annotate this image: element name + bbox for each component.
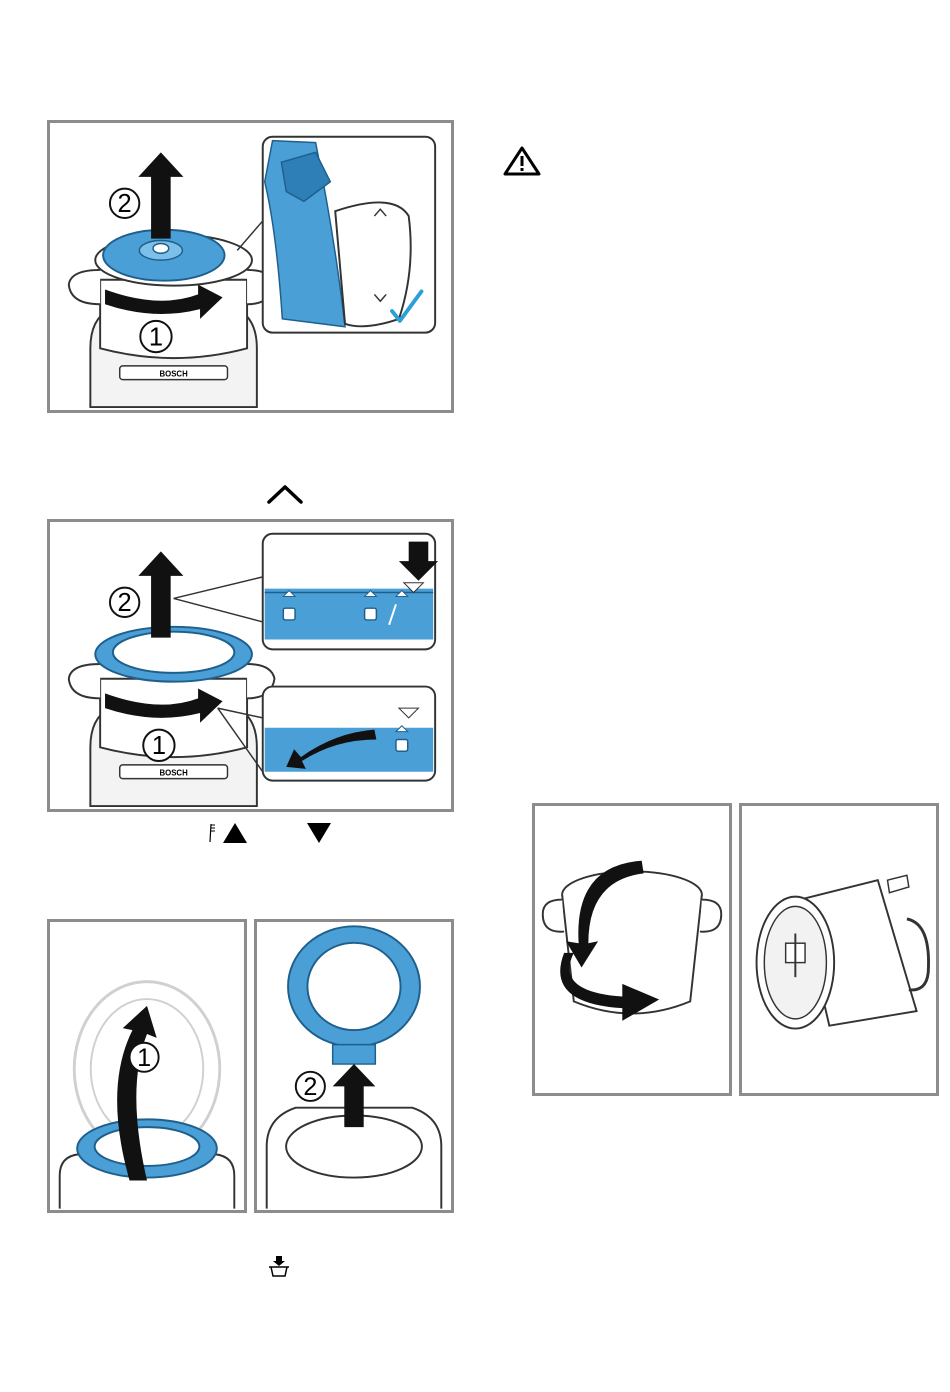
step-1-label: 1 (152, 732, 166, 760)
brand-label: BOSCH (159, 769, 188, 778)
step-2-label: 2 (118, 190, 132, 218)
step-1-label: 1 (149, 323, 163, 351)
warning-icon (503, 146, 541, 176)
figure-ring-lift: 2 (254, 919, 454, 1213)
figure-ring-removal: BOSCH 2 1 (47, 519, 454, 812)
pot-side-illustration (742, 806, 936, 1093)
step-1-label: 1 (137, 1044, 151, 1072)
pot-rotation-illustration (535, 806, 729, 1093)
figure-pot-side (739, 803, 939, 1096)
triangle-up-icon (222, 822, 248, 844)
basket-icon (267, 1255, 291, 1277)
figure-pot-rotation (532, 803, 732, 1096)
ring-lift-illustration: 2 (257, 922, 451, 1210)
step-2-label: 2 (118, 589, 132, 617)
ring-removal-illustration: BOSCH 2 1 (50, 522, 451, 809)
chevron-up-icon (265, 482, 305, 506)
step-2-label: 2 (303, 1073, 317, 1101)
triangle-down-icon (306, 822, 332, 844)
figure-lid-removal: BOSCH 2 1 (47, 120, 454, 413)
brush-icon (205, 822, 217, 844)
lid-removal-illustration: BOSCH 2 1 (50, 123, 451, 410)
brand-label: BOSCH (159, 370, 188, 379)
ring-flip-illustration: 1 (50, 922, 244, 1210)
figure-ring-flip: 1 (47, 919, 247, 1213)
